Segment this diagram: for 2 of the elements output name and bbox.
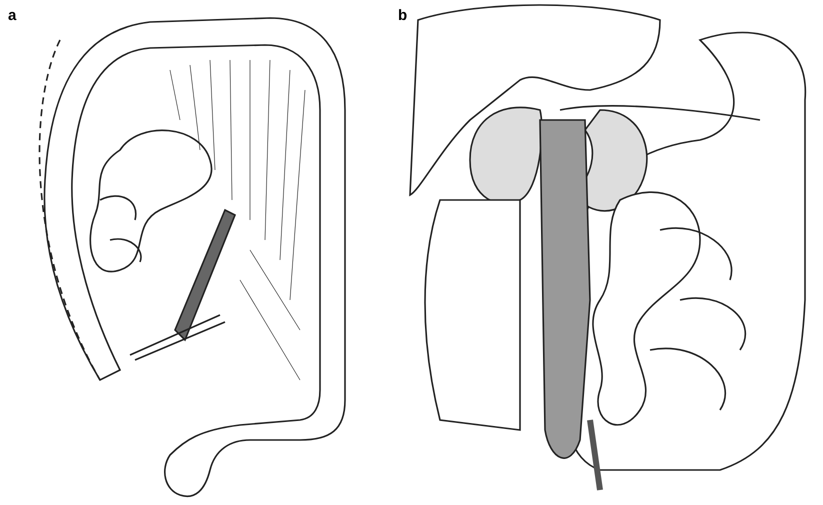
panel-label: a [8, 8, 16, 23]
panel-label: b [398, 8, 408, 23]
